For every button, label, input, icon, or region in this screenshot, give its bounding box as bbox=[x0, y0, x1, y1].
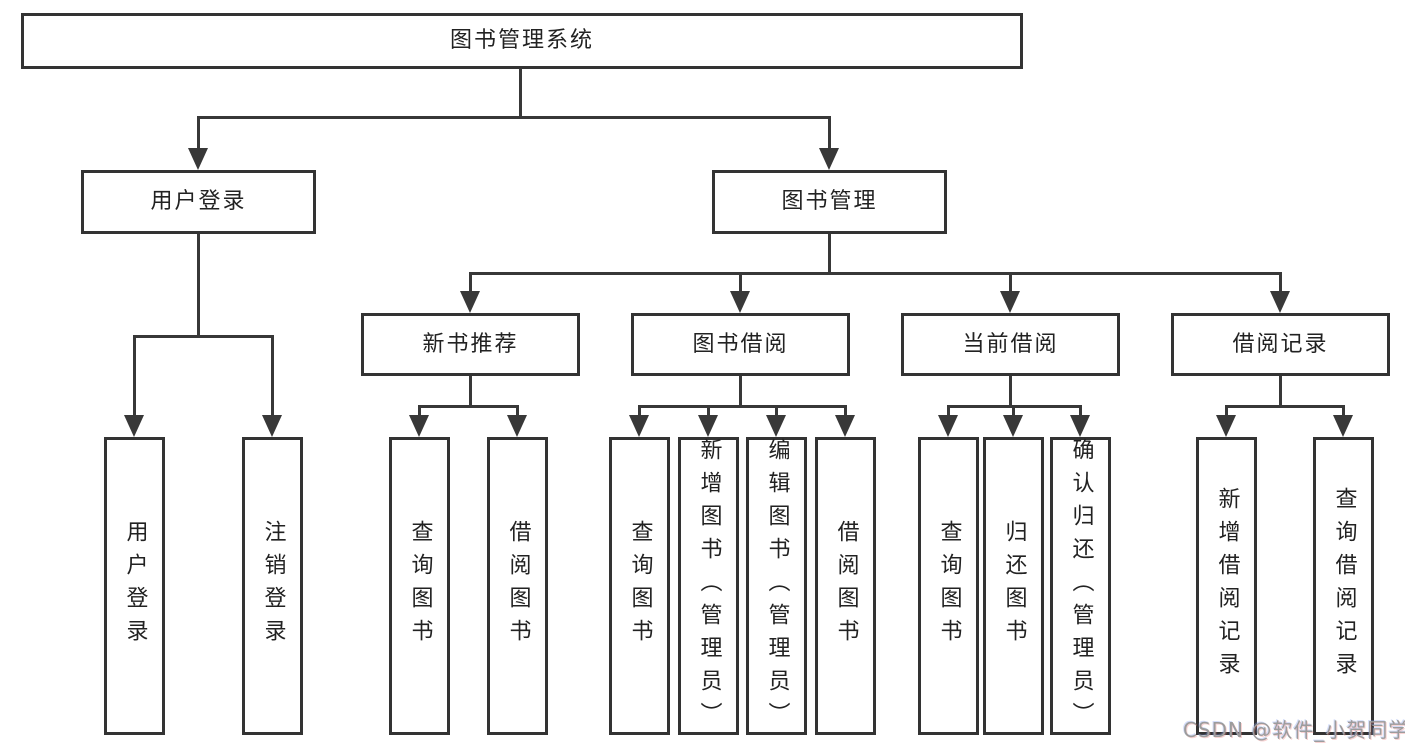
arrow-down-icon bbox=[698, 415, 718, 437]
leaf-borrow-edit-book-admin: 编辑图书（管理员） bbox=[746, 437, 807, 735]
leaf-borrow-add-book-admin-label: 新增图书（管理员） bbox=[696, 437, 722, 735]
arrow-down-icon bbox=[730, 291, 750, 313]
connector-line bbox=[1009, 376, 1012, 407]
leaf-current-confirm-return-admin-label: 确认归还（管理员） bbox=[1068, 437, 1094, 735]
connector-line bbox=[469, 376, 472, 407]
arrow-down-icon bbox=[819, 148, 839, 170]
leaf-logout: 注销登录 bbox=[242, 437, 303, 735]
node-borrow-record-label: 借阅记录 bbox=[1232, 331, 1329, 357]
connector-line bbox=[133, 335, 136, 420]
connector-line bbox=[739, 376, 742, 407]
node-book-borrow: 图书借阅 bbox=[631, 313, 850, 376]
node-current-borrow: 当前借阅 bbox=[901, 313, 1120, 376]
arrow-down-icon bbox=[262, 415, 282, 437]
connector-line bbox=[197, 234, 200, 337]
connector-line bbox=[828, 234, 831, 274]
connector-line bbox=[707, 405, 710, 420]
leaf-record-add-record: 新增借阅记录 bbox=[1196, 437, 1257, 735]
connector-line bbox=[519, 68, 522, 118]
node-book-borrow-label: 图书借阅 bbox=[692, 331, 789, 357]
connector-line bbox=[739, 272, 742, 293]
arrow-down-icon bbox=[1070, 415, 1090, 437]
arrow-down-icon bbox=[1216, 415, 1236, 437]
connector-line bbox=[133, 335, 274, 338]
leaf-record-add-record-label: 新增借阅记录 bbox=[1214, 487, 1240, 685]
connector-line bbox=[947, 405, 950, 420]
node-new-book-recommend-label: 新书推荐 bbox=[422, 331, 519, 357]
node-user-login: 用户登录 bbox=[81, 170, 316, 234]
leaf-current-confirm-return-admin: 确认归还（管理员） bbox=[1050, 437, 1111, 735]
leaf-borrow-edit-book-admin-label: 编辑图书（管理员） bbox=[764, 437, 790, 735]
node-new-book-recommend: 新书推荐 bbox=[361, 313, 580, 376]
connector-line bbox=[1012, 405, 1015, 420]
connector-line bbox=[1009, 272, 1012, 293]
leaf-current-return-book-label: 归还图书 bbox=[1001, 520, 1027, 652]
leaf-current-return-book: 归还图书 bbox=[983, 437, 1044, 735]
node-book-management-label: 图书管理 bbox=[781, 189, 878, 214]
leaf-current-query-book-label: 查询图书 bbox=[936, 520, 962, 652]
connector-line bbox=[469, 272, 1282, 275]
leaf-newbook-borrow-book: 借阅图书 bbox=[487, 437, 548, 735]
arrow-down-icon bbox=[507, 415, 527, 437]
leaf-user-login: 用户登录 bbox=[104, 437, 165, 735]
arrow-down-icon bbox=[409, 415, 429, 437]
leaf-borrow-add-book-admin: 新增图书（管理员） bbox=[678, 437, 739, 735]
arrow-down-icon bbox=[938, 415, 958, 437]
node-root-label: 图书管理系统 bbox=[449, 28, 594, 53]
connector-line bbox=[1225, 405, 1345, 408]
connector-line bbox=[1279, 272, 1282, 293]
connector-line bbox=[418, 405, 519, 408]
arrow-down-icon bbox=[460, 291, 480, 313]
arrow-down-icon bbox=[1270, 291, 1290, 313]
leaf-user-login-label: 用户登录 bbox=[122, 520, 148, 652]
arrow-down-icon bbox=[835, 415, 855, 437]
connector-line bbox=[1225, 405, 1228, 420]
connector-line bbox=[638, 405, 847, 408]
leaf-record-query-record: 查询借阅记录 bbox=[1313, 437, 1374, 735]
node-user-login-label: 用户登录 bbox=[150, 189, 247, 214]
connector-line bbox=[197, 116, 200, 153]
leaf-borrow-query-book: 查询图书 bbox=[609, 437, 670, 735]
node-root: 图书管理系统 bbox=[21, 13, 1023, 69]
node-borrow-record: 借阅记录 bbox=[1171, 313, 1390, 376]
arrow-down-icon bbox=[124, 415, 144, 437]
arrow-down-icon bbox=[1003, 415, 1023, 437]
connector-line bbox=[418, 405, 421, 420]
connector-line bbox=[828, 116, 831, 153]
arrow-down-icon bbox=[629, 415, 649, 437]
connector-line bbox=[469, 272, 472, 293]
connector-line bbox=[844, 405, 847, 420]
leaf-current-query-book: 查询图书 bbox=[918, 437, 979, 735]
leaf-borrow-query-book-label: 查询图书 bbox=[627, 520, 653, 652]
connector-line bbox=[271, 335, 274, 420]
watermark-text: CSDN @软件_小贺同学 bbox=[1183, 718, 1405, 742]
leaf-borrow-borrow-book: 借阅图书 bbox=[815, 437, 876, 735]
arrow-down-icon bbox=[1000, 291, 1020, 313]
connector-line bbox=[197, 116, 831, 119]
leaf-logout-label: 注销登录 bbox=[260, 520, 286, 652]
node-book-management: 图书管理 bbox=[712, 170, 947, 234]
arrow-down-icon bbox=[766, 415, 786, 437]
connector-line bbox=[1079, 405, 1082, 420]
leaf-record-query-record-label: 查询借阅记录 bbox=[1331, 487, 1357, 685]
leaf-newbook-borrow-book-label: 借阅图书 bbox=[505, 520, 531, 652]
connector-line bbox=[775, 405, 778, 420]
connector-line bbox=[1279, 376, 1282, 407]
connector-line bbox=[1342, 405, 1345, 420]
leaf-newbook-query-book-label: 查询图书 bbox=[407, 520, 433, 652]
connector-line bbox=[516, 405, 519, 420]
connector-line bbox=[638, 405, 641, 420]
leaf-borrow-borrow-book-label: 借阅图书 bbox=[833, 520, 859, 652]
node-current-borrow-label: 当前借阅 bbox=[962, 331, 1059, 357]
arrow-down-icon bbox=[188, 148, 208, 170]
leaf-newbook-query-book: 查询图书 bbox=[389, 437, 450, 735]
arrow-down-icon bbox=[1333, 415, 1353, 437]
